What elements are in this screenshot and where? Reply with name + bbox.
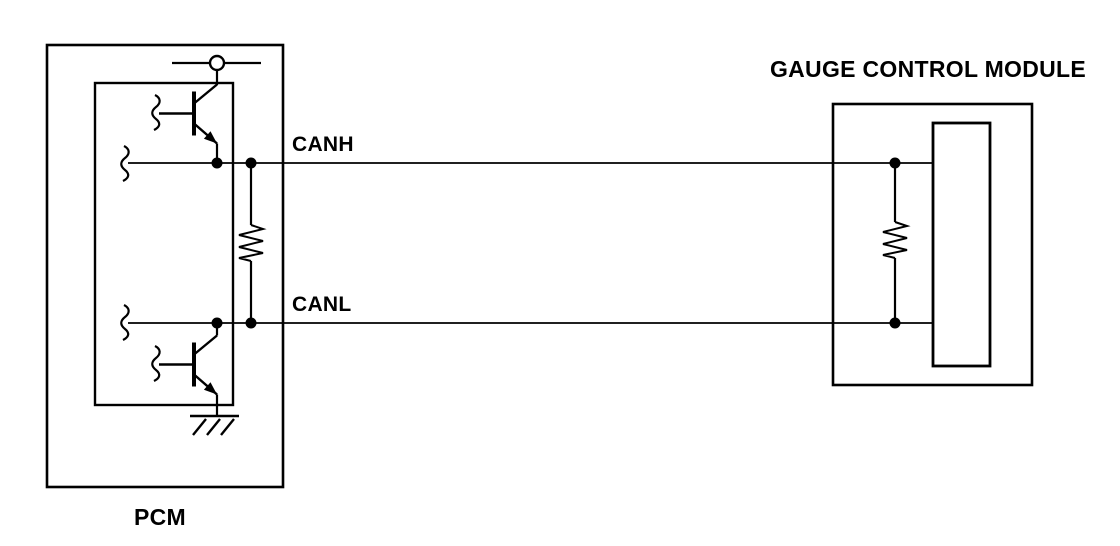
resistor-icon: [882, 221, 908, 259]
junction-dot-icon: [211, 157, 223, 169]
junction-dot-icon: [245, 317, 257, 329]
gauge-connector-box: [931, 121, 992, 368]
wire-break-icon: [151, 344, 161, 383]
ground-icon: [188, 414, 241, 437]
pcm-label: PCM: [134, 504, 186, 530]
junction-dot-icon: [889, 157, 901, 169]
canh-label: CANH: [292, 133, 354, 156]
wire-break-icon: [120, 144, 130, 183]
wire-break-icon: [151, 93, 161, 132]
wire-break-icon: [120, 303, 130, 342]
resistor-icon: [238, 224, 264, 262]
gauge-label: GAUGE CONTROL MODULE: [770, 56, 1086, 82]
junction-dot-icon: [211, 317, 223, 329]
junction-dot-icon: [889, 317, 901, 329]
gauge-outer-box: [831, 102, 1034, 387]
pcm-outer-box: [45, 43, 285, 489]
npn-transistor-icon: [157, 333, 219, 397]
npn-transistor-icon: [157, 82, 219, 146]
junction-dot-icon: [245, 157, 257, 169]
canl-label: CANL: [292, 293, 352, 316]
pcm-driver-box: [93, 81, 235, 407]
supply-terminal-icon: [208, 54, 226, 72]
